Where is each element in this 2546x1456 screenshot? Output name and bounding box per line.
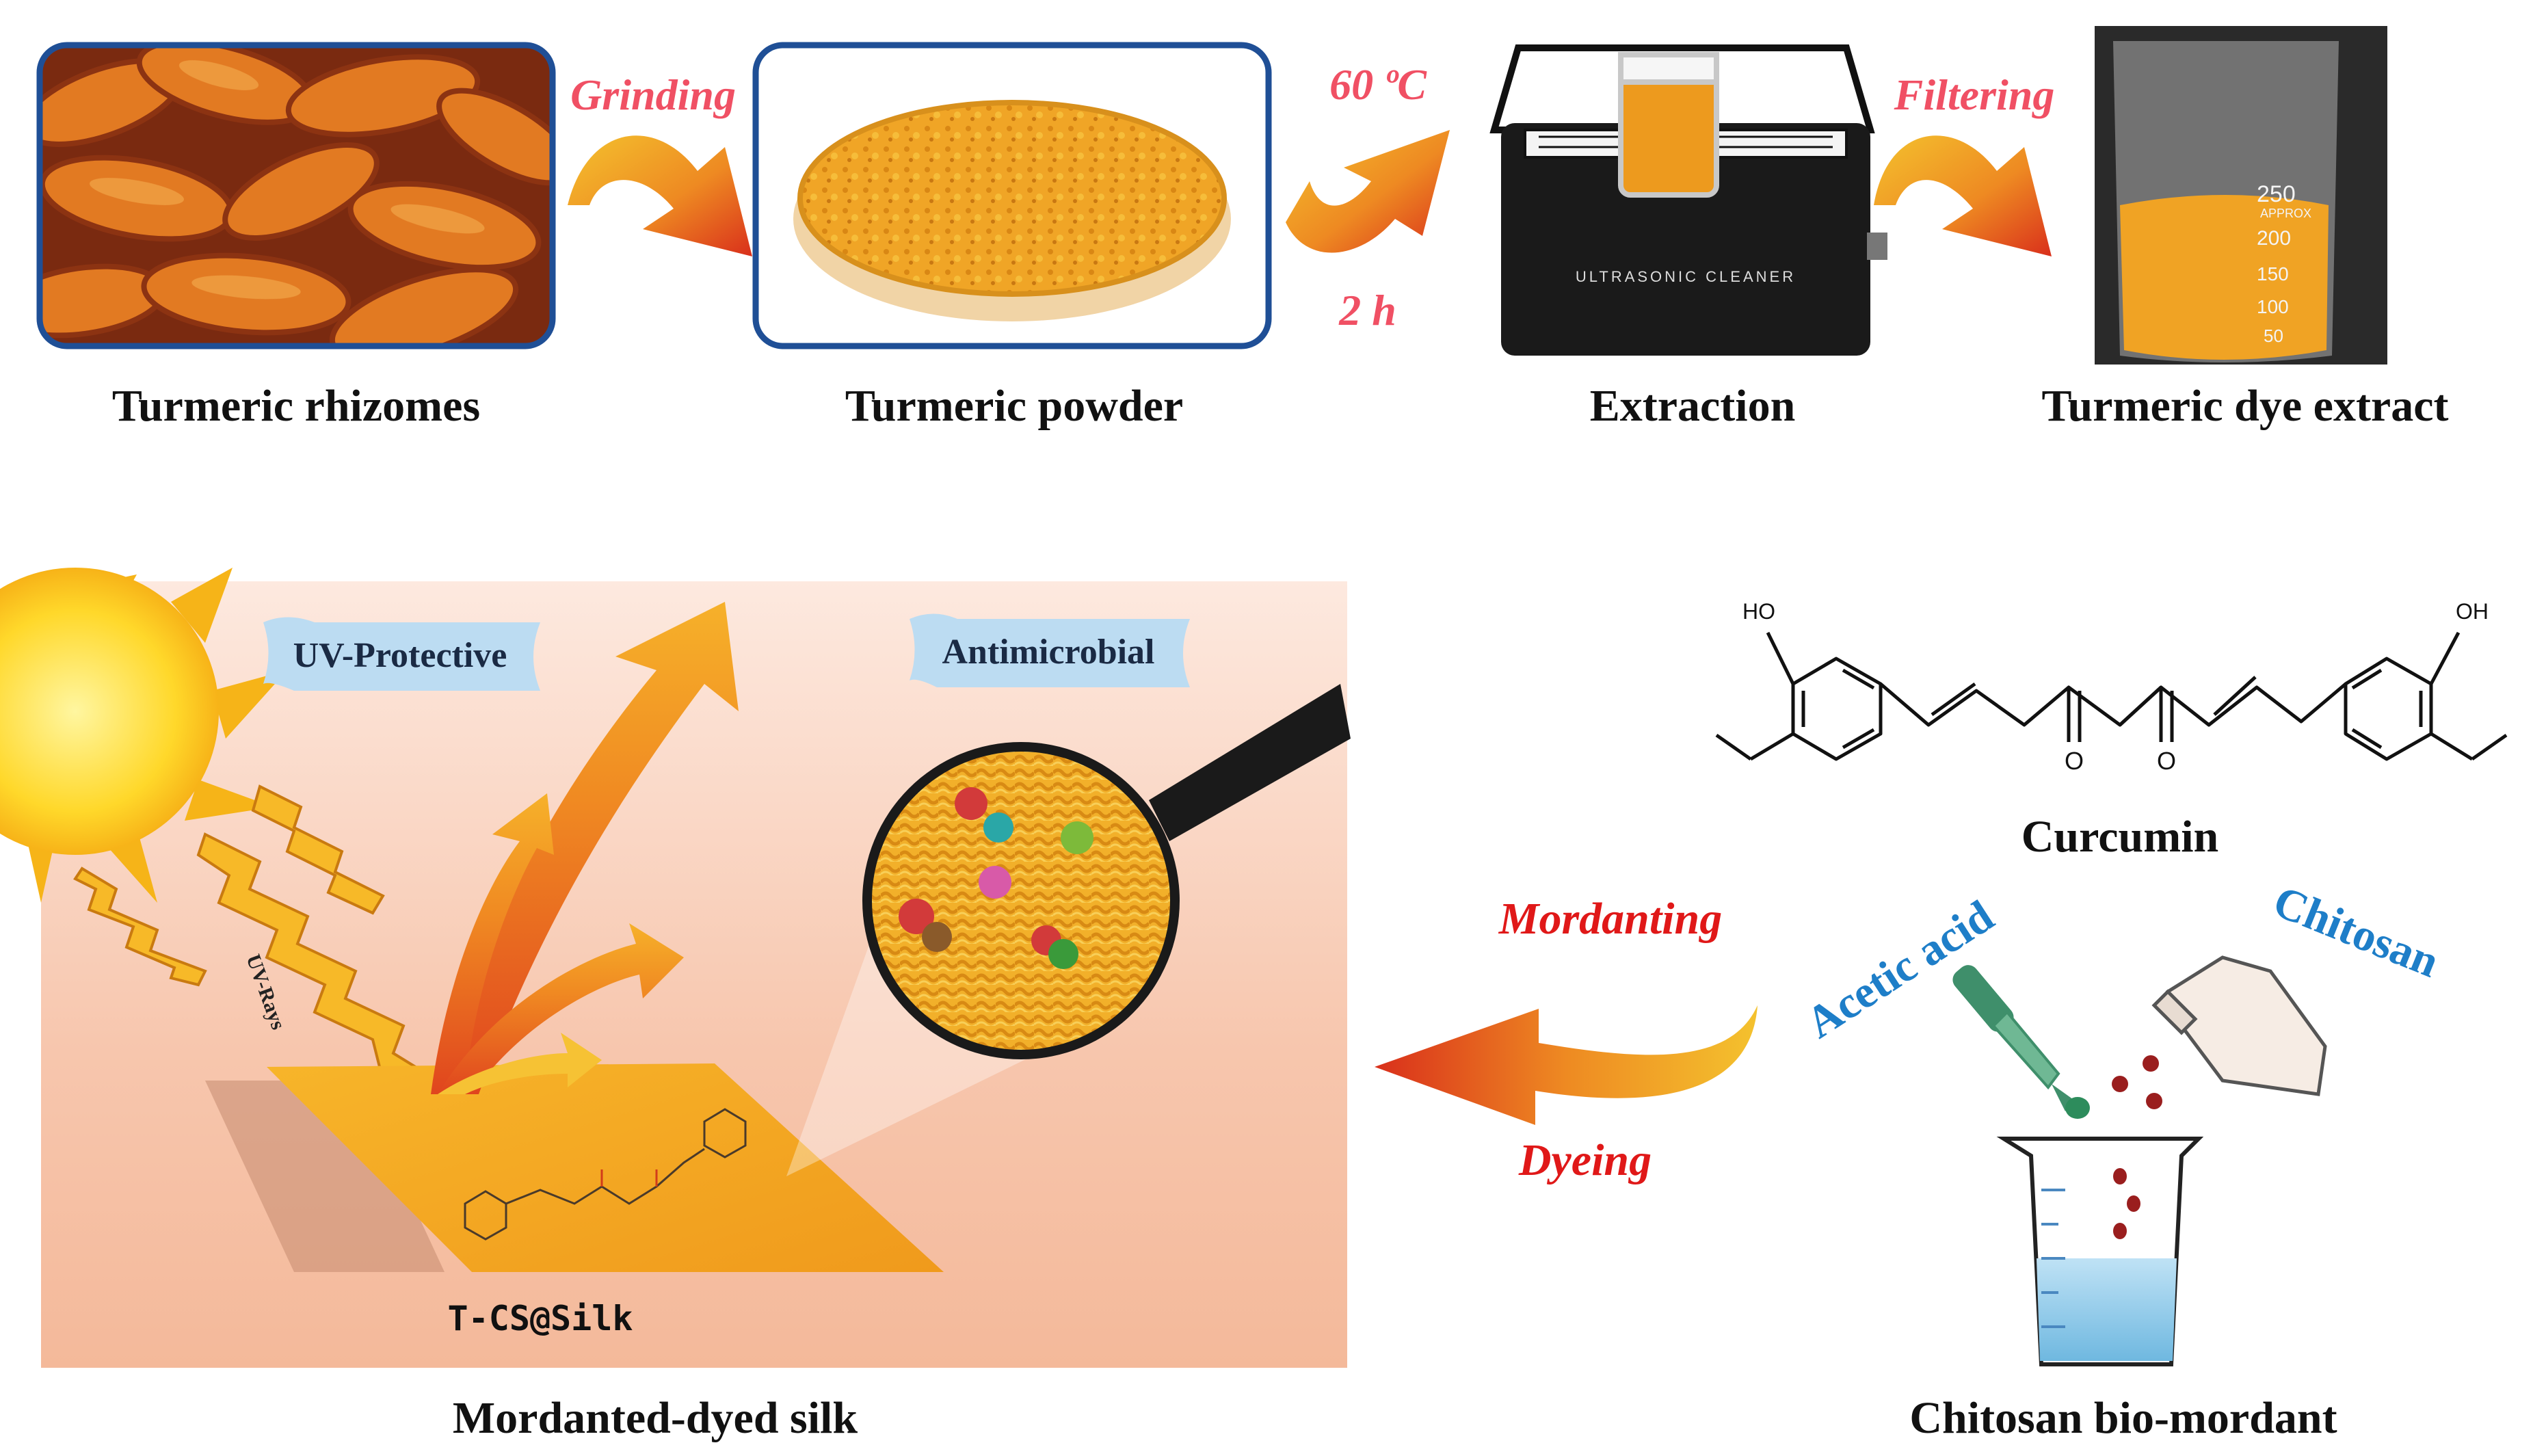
dyeing-label: Dyeing <box>1518 1135 1652 1185</box>
photo-frame <box>36 42 556 349</box>
grinding-arrow <box>568 135 752 256</box>
caption-curcumin: Curcumin <box>2021 812 2219 862</box>
magnifying-glass-icon <box>862 684 1351 1059</box>
caption-turmeric-powder: Turmeric powder <box>845 381 1183 431</box>
duration-label: 2 h <box>1338 286 1396 334</box>
svg-text:150: 150 <box>2257 263 2289 284</box>
curcumin-oxygen-2: O <box>2157 747 2176 775</box>
ultrasonic-label: ULTRASONIC CLEANER <box>1576 268 1796 285</box>
filtering-arrow <box>1874 135 2052 256</box>
chitosan-label: Chitosan <box>2266 876 2445 987</box>
svg-text:50: 50 <box>2264 326 2283 346</box>
silk-panel: UV-Rays UV-Protective Antimicrobial <box>0 568 1351 1368</box>
temperature-label: 60 ºC <box>1329 60 1427 109</box>
chitosan-bottle-icon <box>2112 955 2327 1109</box>
caption-chitosan-bio-mordant: Chitosan bio-mordant <box>1909 1393 2337 1443</box>
filtering-label: Filtering <box>1894 70 2055 119</box>
svg-text:Antimicrobial: Antimicrobial <box>942 633 1154 672</box>
turmeric-rhizomes-photo <box>36 42 556 349</box>
fabric-label: T-CS@Silk <box>448 1299 633 1338</box>
fabric-shadow <box>205 1081 445 1272</box>
sun-icon <box>0 568 287 903</box>
mordanting-dyeing-arrow <box>1375 1005 1758 1125</box>
fabric-curcumin-sketch <box>464 1108 747 1241</box>
mordanting-label: Mordanting <box>1498 894 1722 944</box>
curcumin-oxygen-1: O <box>2065 747 2084 775</box>
dropper-icon <box>1952 965 2090 1119</box>
ultrasonic-cleaner-icon: ULTRASONIC CLEANER <box>1489 44 1887 356</box>
grinding-label: Grinding <box>570 70 736 119</box>
beaker-icon <box>1996 1137 2204 1366</box>
caption-mordanted-dyed-silk: Mordanted-dyed silk <box>453 1393 858 1443</box>
beaker-marks: 250 APPROX 200 150 100 50 <box>2257 181 2311 346</box>
microbe-icons <box>899 787 1093 969</box>
svg-text:APPROX: APPROX <box>2260 207 2311 220</box>
caption-turmeric-rhizomes: Turmeric rhizomes <box>112 381 480 431</box>
curcumin-ho-label: HO <box>1742 599 1775 624</box>
antimicrobial-badge: Antimicrobial <box>910 613 1190 687</box>
svg-text:UV-Protective: UV-Protective <box>293 636 507 675</box>
caption-turmeric-dye-extract: Turmeric dye extract <box>2042 381 2449 431</box>
heating-arrow <box>1286 130 1450 253</box>
uv-rays-icon <box>73 784 440 1110</box>
caption-extraction: Extraction <box>1590 381 1796 431</box>
reflected-uv-arrows <box>431 602 739 1094</box>
svg-text:250: 250 <box>2257 181 2296 207</box>
svg-text:100: 100 <box>2257 296 2289 317</box>
svg-text:200: 200 <box>2257 227 2291 250</box>
curcumin-structure <box>1715 631 2508 761</box>
curcumin-oh-label: OH <box>2456 599 2489 624</box>
beaker-extract-photo: 250 APPROX 200 150 100 50 <box>2095 26 2387 365</box>
turmeric-powder-dish-photo <box>752 42 1272 349</box>
uv-protective-badge: UV-Protective <box>263 617 540 691</box>
silk-fabric <box>267 1063 944 1272</box>
